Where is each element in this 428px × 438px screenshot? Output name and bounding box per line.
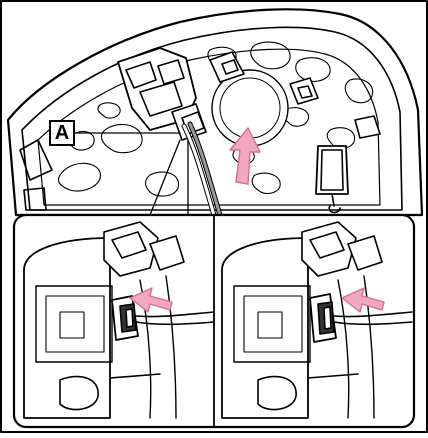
callout-label-a: A [49, 120, 75, 146]
